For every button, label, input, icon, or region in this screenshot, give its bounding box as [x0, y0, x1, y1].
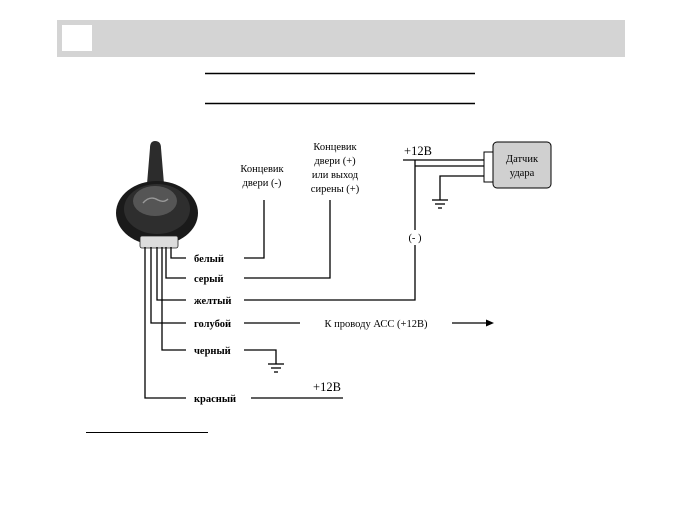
sensor-ground-wire — [439, 175, 490, 200]
wire-label-black: черный — [194, 346, 231, 357]
wire-black-line — [161, 247, 186, 351]
acc-label: К проводу АСС (+12В) — [325, 319, 428, 330]
sensor-box — [492, 141, 552, 189]
minus-mark: (- ) — [408, 233, 422, 244]
door-plus-label-line4: сирены (+) — [311, 184, 360, 195]
wire-label-gray: серый — [194, 274, 224, 285]
gray-to-door-plus — [244, 200, 331, 279]
wire-red-line — [144, 247, 186, 399]
logo-icon — [142, 197, 169, 204]
door-plus-label-line3: или выход — [312, 170, 359, 181]
yellow-to-sensor — [244, 245, 416, 301]
arrow-icon — [486, 319, 494, 327]
module-button — [133, 186, 177, 216]
door-plus-label-line2: двери (+) — [314, 156, 356, 167]
door-plus-label-line1: Концевик — [313, 142, 357, 153]
wire-label-red: красный — [194, 394, 236, 405]
wire-label-yellow: желтый — [194, 296, 231, 307]
wire-label-white: белый — [194, 254, 224, 265]
ground-icon — [268, 363, 284, 373]
antenna — [147, 141, 164, 184]
ground-icon — [432, 199, 448, 209]
wire-label-blue: голубой — [194, 319, 231, 330]
door-minus-label-line1: Концевик — [240, 164, 284, 175]
wire-white-line — [170, 247, 186, 259]
wire-gray-line — [165, 247, 186, 279]
connector — [139, 235, 179, 249]
shock-sensor: Датчик удара — [483, 141, 552, 189]
header-bar — [57, 20, 625, 57]
wire-yellow-line — [156, 247, 186, 301]
white-to-door-minus — [244, 200, 265, 259]
sensor-label-line2: удара — [510, 168, 535, 179]
header-box — [62, 25, 92, 51]
plus12-label-top: +12В — [404, 144, 432, 158]
wire-blue-line — [150, 247, 186, 324]
sensor-connector — [483, 151, 494, 183]
door-minus-label-line2: двери (-) — [243, 178, 282, 189]
siren-module — [116, 141, 198, 249]
plus12-label-bottom: +12В — [313, 380, 341, 394]
sensor-label-line1: Датчик — [506, 154, 539, 165]
black-to-ground — [244, 349, 277, 364]
